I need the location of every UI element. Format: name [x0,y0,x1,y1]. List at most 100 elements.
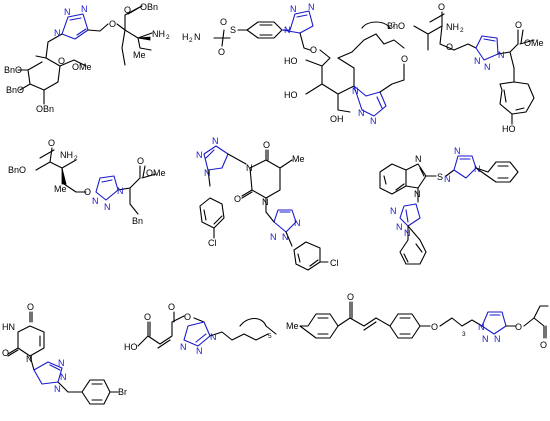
m1-n3-label: N [81,4,88,14]
m6-n4-label: N [454,146,461,156]
m1-n1-label: N [54,28,61,38]
m4-n3-label: N [117,186,124,196]
m4-bno-label: BnO [8,165,26,175]
m3-n2-label: N [484,62,491,72]
m2-h-label: H [182,32,189,42]
m8-chain-5-subscript: 5 [268,333,272,340]
m7-o2-label: O [2,348,9,358]
m6-n1-label: N [415,154,422,164]
molecule-4-threonine-triazole: O BnO NH 2 Me O N N N O OMe Bn [8,138,166,226]
m3-bno-label: BnO [387,21,405,31]
m2-oh-label: OH [330,114,344,124]
m1-nh2-label: NH [152,29,165,39]
m2-chain-7-subscript: 7 [392,22,396,29]
m3-ho-label: HO [502,124,516,134]
m2-n6-label: N [370,116,377,126]
m3-o2-label: O [446,42,453,52]
m6-n5-label: N [474,164,481,174]
m9-n1-label: N [478,322,485,332]
m3-ome-label: OMe [524,38,544,48]
m3-n1-label: N [474,56,481,66]
m2-n4-label: N [352,86,359,96]
m1-o1-label: O [109,19,116,29]
m4-o1-label: O [48,138,55,148]
m5-n6-label: N [294,218,301,228]
m5-me-label: Me [292,154,305,164]
m6-s-label: S [437,172,443,182]
m9-me-label: Me [286,321,299,331]
m7-n0-label: N [26,354,33,364]
molecule-7-uracil-triazole: O HN O N N N N Br [2,302,127,405]
m3-o1-label: O [438,2,445,12]
m1-n2-label: N [64,7,71,17]
m4-n2-label: N [104,202,111,212]
m4-bn-label: Bn [132,216,143,226]
m4-nh2-subscript: 2 [74,155,78,162]
m3-nh2-label: NH [446,22,459,32]
m1-o2-label: O [124,5,131,15]
m4-o3-label: O [137,156,144,166]
m4-o2-label: O [84,187,91,197]
m8-o3-label: O [184,312,191,322]
m3-nh2-subscript: 2 [460,27,464,34]
m8-n2-label: N [196,346,203,356]
m6-n6-label: N [390,206,397,216]
m5-o1-label: O [263,140,270,150]
m6-n8-label: N [404,228,411,238]
m5-n5-label: N [282,232,289,242]
m6-n7-label: N [396,222,403,232]
m7-br-label: Br [118,387,127,397]
m2-n3-label: N [308,2,315,12]
m7-o1-label: O [27,302,34,312]
m9-o2-label: O [431,322,438,332]
m1-ring-o-label: O [58,56,65,66]
molecule-9-chalcone-triazole: O Me O 3 N N N O O [286,292,549,350]
molecule-2-sulfonamide-bis-triazole: H 2 N S O O N N N O HO HO OH N N N O 7 [182,2,408,126]
molecule-5-thymine-bis-triazole: N N N O O Me N N N N N Cl Cl [196,136,339,271]
molecule-1-glycosyl-triazole-threonine: N N N O O OBn NH 2 Me O OMe BnO BnO OBn [4,2,170,114]
m2-o2-label: O [218,47,225,57]
m1-ome-label: OMe [72,62,92,72]
m8-n1-label: N [210,332,217,342]
m3-n3-label: N [498,50,505,60]
m1-obn2-label: OBn [36,104,54,114]
m7-n1-label: N [58,358,65,368]
m9-o4-label: O [540,340,547,350]
m5-o2-label: O [234,194,241,204]
m9-o1-label: O [347,292,354,302]
m9-chain-3-subscript: 3 [462,331,466,338]
m1-me-label: Me [133,50,146,60]
m2-o1-label: O [220,17,227,27]
m1-bno2-label: BnO [6,85,24,95]
m9-o3-label: O [515,322,522,332]
m8-ho-label: HO [124,342,138,352]
m1-nh2-subscript: 2 [166,34,170,41]
m2-o4-label: O [401,54,408,64]
m2-ho2-label: HO [284,90,298,100]
m7-hn-label: HN [2,322,15,332]
m2-n2-label: N [290,4,297,14]
m2-o3-label: O [310,45,317,55]
m2-h-subscript: 2 [189,37,193,44]
m5-na-label: N [246,163,253,173]
m5-n4-label: N [270,232,277,242]
m4-n1-label: N [92,196,99,206]
m5-n3-label: N [212,136,219,146]
m9-n3-label: N [494,334,501,344]
molecule-6-benzimidazole-triazole: N N S N N N N N N [379,146,519,265]
m9-n2-label: N [482,334,489,344]
m5-n2-label: N [196,150,203,160]
m5-cl1-label: Cl [208,238,217,248]
m7-n2-label: N [60,372,67,382]
m4-ome-label: OMe [146,168,166,178]
m2-ns-label: N [194,32,201,42]
m2-s-label: S [230,25,236,35]
molecule-3-serine-tyrosine-triazole: O BnO NH 2 O N N N O OMe HO [387,2,544,134]
m8-n3-label: N [180,342,187,352]
m1-bno1-label: BnO [4,65,22,75]
m2-n1-label: N [284,25,291,35]
m2-n5-label: N [358,108,365,118]
m3-o3-label: O [515,20,522,30]
m4-me-label: Me [54,184,67,194]
